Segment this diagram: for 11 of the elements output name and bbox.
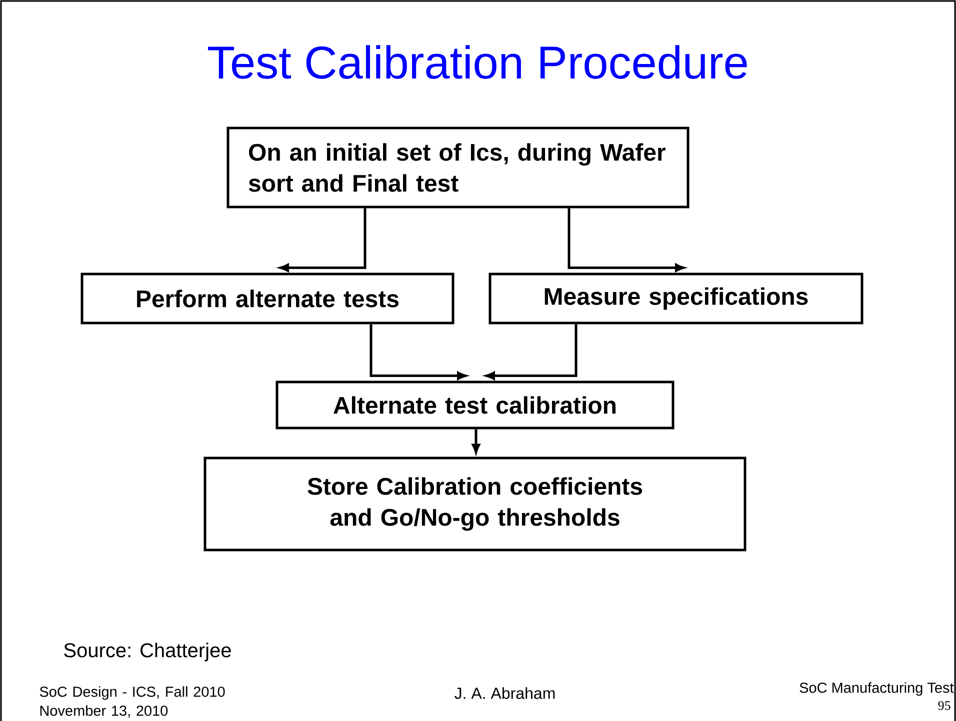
page-number: 95 — [938, 701, 950, 710]
process-box: Measure specifications — [488, 272, 864, 324]
footer-text: SoC Manufacturing Test — [800, 682, 954, 696]
footer-text: J. A. Abraham — [454, 687, 555, 699]
process-box: Alternate test calibration — [276, 380, 674, 430]
source-note: Source: Chatterjee — [64, 642, 231, 662]
footer-text: SoC Design - ICS, Fall 2010 November 13, 2010 — [40, 686, 225, 718]
process-box: Store Calibration coefficients and Go/No-go thresholds — [204, 456, 746, 552]
slide-title: Test Calibration Procedure — [208, 45, 747, 79]
process-box: On an initial set of Ics, during Wafer sort and Final test — [226, 126, 690, 208]
process-box: Perform alternate tests — [80, 272, 454, 324]
